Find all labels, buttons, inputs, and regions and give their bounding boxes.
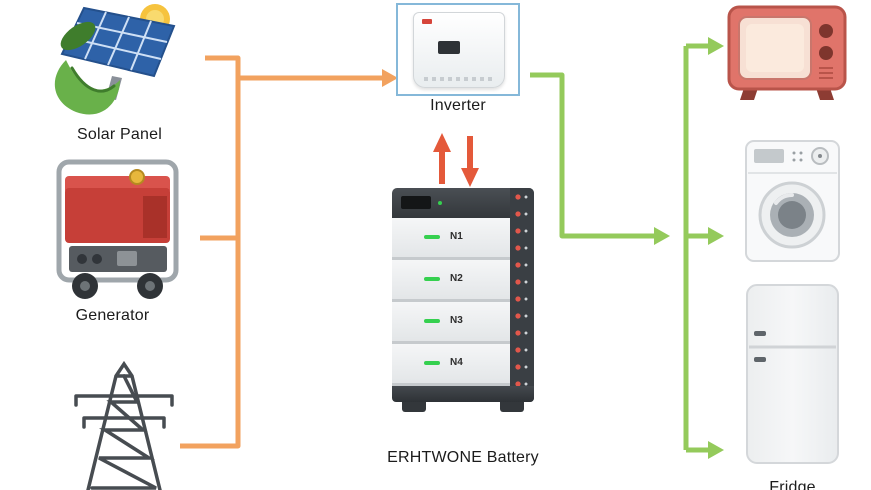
inverter-logo: [422, 19, 432, 24]
washer-branch-arrowhead: [708, 227, 724, 245]
solar-panel-label: Solar Panel: [77, 126, 162, 143]
inverter-display: [438, 41, 460, 54]
battery-module: N4: [392, 344, 510, 386]
battery-module-led: [424, 277, 440, 281]
loads-feed-arrowhead: [654, 227, 670, 245]
battery-module: N2: [392, 260, 510, 302]
battery-display: [401, 196, 431, 209]
battery-base: [392, 386, 534, 402]
inverter-to-loads-line: [530, 72, 654, 239]
battery-module-led: [424, 361, 440, 365]
washing-machine-icon: [744, 139, 841, 263]
inverter-device-body: [413, 12, 505, 88]
battery-foot: [402, 402, 426, 412]
battery-icon: N1 N2 N3 N4: [392, 188, 534, 430]
generator-icon: [45, 148, 190, 300]
inverter-label: Inverter: [430, 97, 486, 114]
battery-module-label: N2: [450, 273, 463, 284]
battery-status-led: [438, 201, 442, 205]
battery-module-led: [424, 235, 440, 239]
battery-module-led: [424, 319, 440, 323]
fridge-label: Fridge: [769, 479, 816, 490]
battery-label: ERHTWONE Battery: [387, 449, 539, 466]
battery-module-label: N3: [450, 315, 463, 326]
fridge-icon: [744, 283, 841, 465]
fridge-branch-arrowhead: [708, 441, 724, 459]
inverter-to-battery-arrowhead: [461, 168, 479, 187]
battery-module: N3: [392, 302, 510, 344]
tv-branch-arrowhead: [708, 37, 724, 55]
battery-to-inverter-arrowhead: [433, 133, 451, 152]
inverter-icon: [396, 3, 520, 96]
battery-module-label: N1: [450, 231, 463, 242]
tv-icon: [727, 5, 847, 102]
solar-panel-icon: [52, 2, 187, 120]
battery-module: N1: [392, 218, 510, 260]
generator-label: Generator: [75, 307, 150, 324]
battery-bms-strip: [510, 188, 534, 402]
power-tower-icon: [68, 360, 180, 490]
inverter-vent: [424, 77, 494, 81]
battery-foot: [500, 402, 524, 412]
battery-module-label: N4: [450, 357, 463, 368]
